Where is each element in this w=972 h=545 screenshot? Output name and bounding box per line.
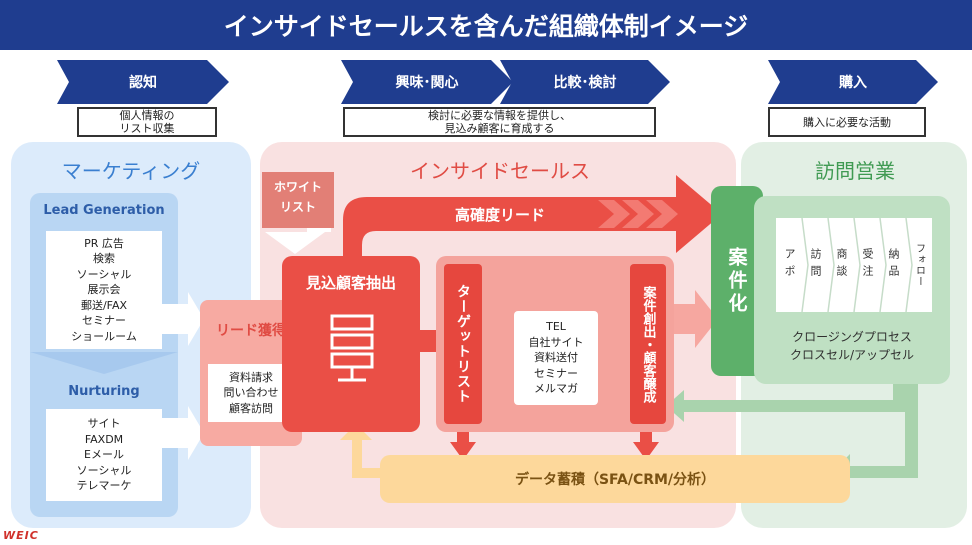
target-list-box: ターゲットリスト (444, 264, 482, 424)
lead-generation-list: PR 広告 検索 ソーシャル 展示会 郵送/FAX セミナー ショールーム (46, 231, 162, 349)
stage-interest: 興味･関心 (341, 60, 513, 104)
step-label: アポ (783, 248, 796, 282)
step-delivery: 納品 (880, 218, 906, 312)
whitelist-line: ホワイト (273, 180, 322, 194)
down-arrow-icon (30, 352, 178, 374)
list-item: セミナー (82, 314, 126, 328)
list-item: TEL (546, 320, 566, 334)
field-process-text: クロージングプロセス クロスセル/アップセル (754, 328, 950, 364)
deal-label: 案件化 (725, 246, 748, 316)
field-steps-box (776, 218, 932, 312)
list-item: サイト (87, 417, 121, 431)
prospect-title: 見込顧客抽出 (305, 274, 396, 292)
list-item: 顧客訪問 (229, 401, 273, 415)
list-item: メルマガ (534, 382, 578, 396)
list-item: ソーシャル (76, 267, 132, 281)
lead-acquisition-title: リード獲得 (216, 323, 286, 339)
step-label: フォロー (913, 243, 925, 287)
process-line: クロスセル/アップセル (789, 348, 915, 362)
stage-comparison: 比較･検討 (500, 60, 670, 104)
data-store-bar: データ蓄積（SFA/CRM/分析） (380, 455, 850, 503)
list-item: FAXDM (84, 432, 124, 446)
whitelist-box: ホワイト リスト (262, 172, 334, 228)
note-line: 検討に必要な情報を提供し、 (428, 109, 571, 122)
page-title: インサイドセールスを含んだ組織体制イメージ (0, 0, 972, 50)
stage-awareness: 認知 (57, 60, 229, 104)
field-steps: アポ 訪問 商談 受注 納品 フォロー (776, 218, 932, 312)
inside-sales-title: インサイドセールス (410, 159, 590, 183)
nurture-box: 案件創出・顧客醸成 (630, 264, 666, 424)
marketing-title: マーケティング (61, 159, 201, 183)
step-label: 受注 (861, 248, 874, 282)
list-item: 資料請求 (229, 370, 273, 384)
lead-acquisition-list: 資料請求 問い合わせ 顧客訪問 (208, 364, 294, 422)
step-visit: 訪問 (802, 218, 828, 312)
list-item: ソーシャル (76, 463, 132, 477)
step-appointment: アポ (776, 218, 802, 312)
list-item: 検索 (93, 252, 115, 266)
step-order: 受注 (854, 218, 880, 312)
step-follow: フォロー (906, 218, 932, 312)
note-line: リスト収集 (119, 122, 175, 135)
list-item: 自社サイト (528, 335, 584, 349)
stage-note-purchase: 購入に必要な活動 (768, 107, 926, 137)
step-label: 商談 (835, 248, 848, 282)
list-item: テレマーケ (76, 479, 132, 493)
list-item: PR 広告 (84, 236, 124, 250)
list-item: 郵送/FAX (80, 298, 128, 312)
lead-generation-title: Lead Generation (43, 203, 165, 218)
list-item: 問い合わせ (223, 386, 279, 400)
stage-purchase: 購入 (768, 60, 938, 104)
step-label: 訪問 (809, 248, 822, 282)
list-item: 展示会 (87, 283, 121, 297)
list-item: Eメール (84, 448, 124, 462)
step-label: 納品 (887, 248, 900, 282)
step-negotiation: 商談 (828, 218, 854, 312)
company-logo: WEIC (3, 529, 39, 542)
field-sales-title: 訪問営業 (815, 159, 895, 183)
nurture-label: 案件創出・顧客醸成 (640, 285, 656, 403)
target-list-label: ターゲットリスト (455, 284, 471, 404)
nurturing-list: サイト FAXDM Eメール ソーシャル テレマーケ (46, 409, 162, 501)
step-separators (801, 218, 913, 312)
stage-note-interest: 検討に必要な情報を提供し、 見込み顧客に育成する (343, 107, 656, 137)
high-lead-label: 高確度リード (454, 206, 545, 224)
channel-list: TEL 自社サイト 資料送付 セミナー メルマガ (514, 311, 598, 405)
list-item: セミナー (534, 366, 578, 380)
list-item: 資料送付 (534, 351, 578, 365)
note-line: 見込み顧客に育成する (444, 122, 555, 135)
whitelist-line: リスト (279, 200, 316, 214)
list-item: ショールーム (71, 329, 137, 343)
note-line: 個人情報の (119, 109, 175, 122)
process-line: クロージングプロセス (792, 330, 912, 344)
stage-note-awareness: 個人情報の リスト収集 (77, 107, 217, 137)
nurturing-title: Nurturing (68, 384, 140, 399)
prospect-box (282, 256, 420, 432)
database-icon (330, 314, 374, 382)
